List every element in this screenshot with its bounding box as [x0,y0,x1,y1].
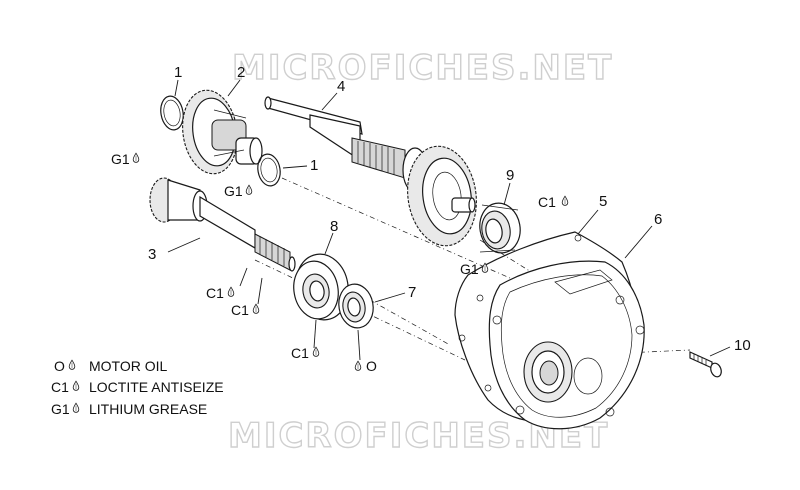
legend-label: LITHIUM GREASE [89,401,207,417]
legend-label: LOCTITE ANTISEIZE [89,379,224,395]
callout-6: 6 [654,211,662,228]
gear-part-2 [182,89,263,175]
marker-code: G1 [111,151,130,167]
callout-2: 2 [237,64,245,81]
drop-icon [132,152,140,163]
cover-part-6 [488,260,645,430]
bearing-part-8 [293,253,349,321]
marker-c1-shaft3-a: C1 [206,285,235,301]
callout-1-upper: 1 [174,64,182,81]
marker-c1-shaft3-b: C1 [231,302,260,318]
watermark-top: MICROFICHES.NET [232,48,613,88]
drop-icon [72,402,80,413]
marker-code: G1 [224,183,243,199]
callout-4: 4 [337,78,345,95]
marker-o-seal7: O [354,358,377,374]
marker-code: C1 [206,285,224,301]
callout-1-lower: 1 [310,157,318,174]
drop-icon [252,303,260,314]
marker-g1-gear2-hub: G1 [224,183,253,199]
legend-label: MOTOR OIL [89,358,168,374]
legend-code: C1 [51,379,69,395]
leader-lines [167,79,731,361]
marker-code: C1 [538,194,556,210]
legend-row-lithium-grease: G1 LITHIUM GREASE [51,401,207,417]
callout-9: 9 [506,167,514,184]
marker-code: G1 [460,261,479,277]
marker-c1-bearing9: C1 [538,194,569,210]
drop-icon [68,359,76,370]
legend-row-loctite: C1 LOCTITE ANTISEIZE [51,379,224,395]
drop-icon [227,286,235,297]
legend: O MOTOR OIL C1 LOCTITE ANTISEIZE G1 LITH… [51,358,224,417]
marker-c1-seal8: C1 [291,345,320,361]
bolt-part-10 [689,351,722,378]
shaft-part-4 [264,96,477,247]
seal-part-7 [338,283,374,329]
washer-part-1-upper [160,95,184,131]
marker-code: C1 [291,345,309,361]
marker-code: O [366,358,377,374]
drop-icon [72,380,80,391]
callout-10: 10 [734,337,751,354]
legend-code: O [54,358,65,374]
marker-g1-bearing9: G1 [460,261,489,277]
bearing-part-9 [479,202,521,254]
legend-code: G1 [51,401,70,417]
marker-g1-gear2: G1 [111,151,140,167]
callout-5: 5 [599,193,607,210]
drop-icon [561,195,569,206]
callout-3: 3 [148,246,156,263]
shaft-part-3 [149,177,296,272]
marker-code: C1 [231,302,249,318]
drop-icon [354,360,362,371]
drop-icon [245,184,253,195]
drop-icon [312,346,320,357]
legend-row-motor-oil: O MOTOR OIL [54,358,168,374]
callout-7: 7 [408,284,416,301]
washer-part-1-lower [257,153,281,187]
callout-8: 8 [330,218,338,235]
